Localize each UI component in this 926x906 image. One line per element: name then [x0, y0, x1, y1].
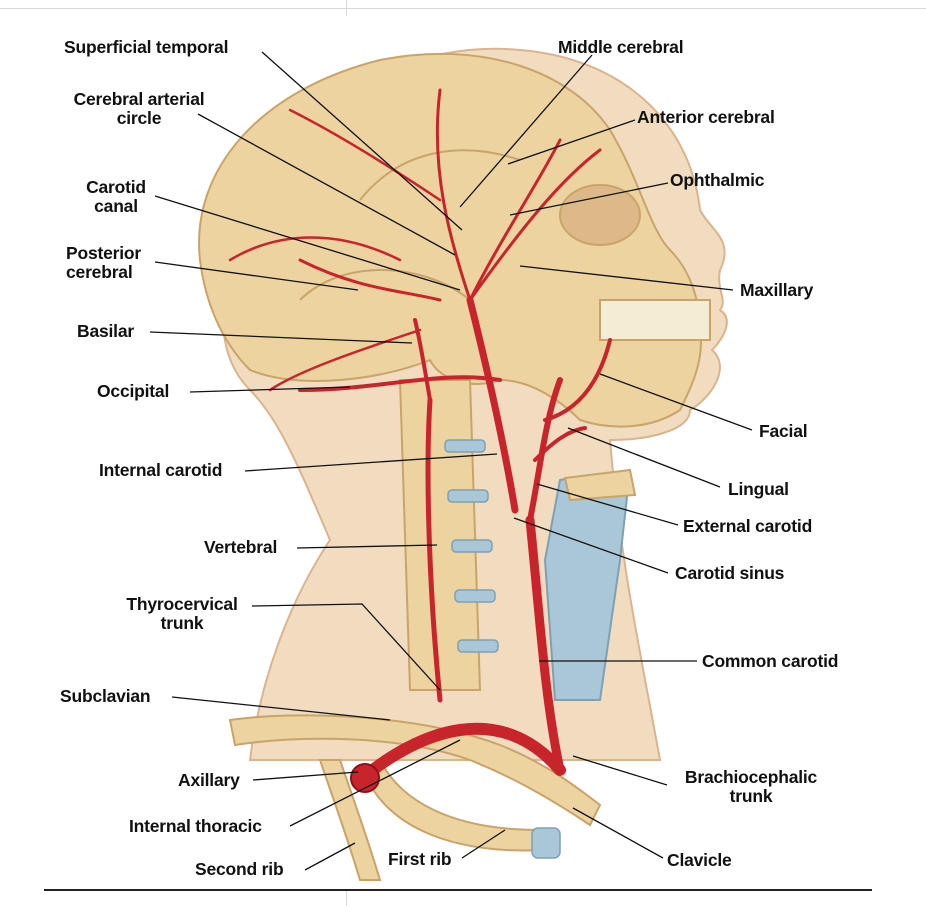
label-thyrocervical-trunk-line2: trunk: [116, 614, 248, 633]
label-carotid-canal-line2: canal: [80, 197, 152, 216]
orbit: [560, 185, 640, 245]
label-vertebral: Vertebral: [204, 538, 277, 557]
label-carotid-sinus: Carotid sinus: [675, 564, 784, 583]
label-clavicle: Clavicle: [667, 851, 732, 870]
label-carotid-canal: Carotid canal: [80, 178, 152, 216]
label-common-carotid: Common carotid: [702, 652, 838, 671]
label-internal-carotid: Internal carotid: [99, 461, 222, 480]
label-superficial-temporal: Superficial temporal: [64, 38, 228, 57]
label-cerebral-arterial-circle: Cerebral arterial circle: [60, 90, 218, 128]
label-internal-thoracic: Internal thoracic: [129, 817, 262, 836]
label-first-rib: First rib: [388, 850, 451, 869]
label-thyrocervical-trunk-line1: Thyrocervical: [116, 595, 248, 614]
label-middle-cerebral: Middle cerebral: [558, 38, 683, 57]
label-axillary: Axillary: [178, 771, 240, 790]
label-occipital: Occipital: [97, 382, 169, 401]
label-external-carotid: External carotid: [683, 517, 812, 536]
label-basilar: Basilar: [77, 322, 134, 341]
label-ophthalmic: Ophthalmic: [670, 171, 764, 190]
label-thyrocervical-trunk: Thyrocervical trunk: [116, 595, 248, 633]
label-lingual: Lingual: [728, 480, 789, 499]
label-posterior-cerebral-line1: Posterior: [66, 244, 141, 263]
label-carotid-canal-line1: Carotid: [80, 178, 152, 197]
label-cerebral-arterial-circle-line1: Cerebral arterial: [60, 90, 218, 109]
costal-cartilage: [532, 828, 560, 858]
label-posterior-cerebral: Posterior cerebral: [66, 244, 141, 282]
bottom-divider: [44, 889, 872, 891]
label-facial: Facial: [759, 422, 807, 441]
label-cerebral-arterial-circle-line2: circle: [60, 109, 218, 128]
label-subclavian: Subclavian: [60, 687, 150, 706]
bottom-column-divider: [346, 891, 347, 906]
label-brachiocephalic-trunk-line1: Brachiocephalic: [672, 768, 830, 787]
label-anterior-cerebral: Anterior cerebral: [637, 108, 775, 127]
label-maxillary: Maxillary: [740, 281, 813, 300]
teeth: [600, 300, 710, 340]
label-brachiocephalic-trunk-line2: trunk: [672, 787, 830, 806]
label-posterior-cerebral-line2: cerebral: [66, 263, 141, 282]
label-second-rib: Second rib: [195, 860, 283, 879]
label-brachiocephalic-trunk: Brachiocephalic trunk: [672, 768, 830, 806]
